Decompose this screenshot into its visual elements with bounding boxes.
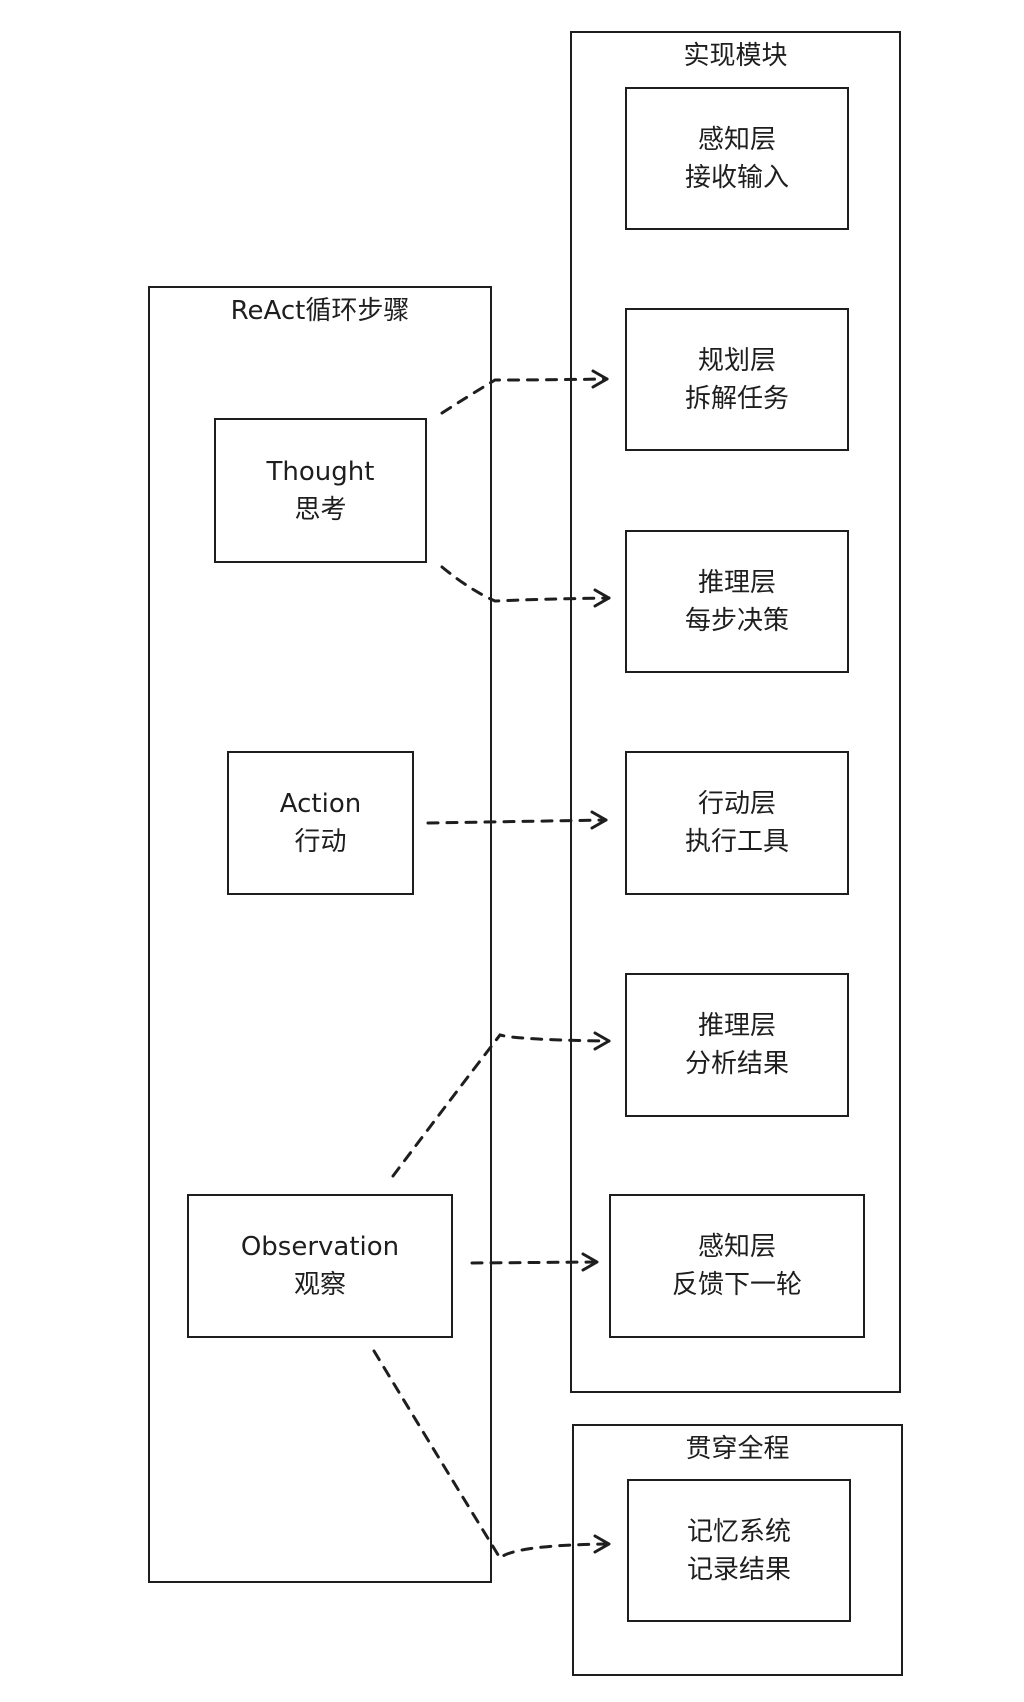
arrow-observation-to-analysis — [391, 1031, 611, 1178]
thought-label-zh: 思考 — [294, 494, 347, 525]
thought-node: Thought 思考 — [214, 418, 427, 563]
memory-node: 记忆系统 记录结果 — [627, 1479, 851, 1622]
observation-label-en: Observation — [240, 1232, 400, 1262]
module-title: 规划层 — [697, 345, 776, 376]
module-title: 感知层 — [697, 124, 776, 155]
implementation-group: 实现模块 — [570, 31, 901, 1393]
module-planning: 规划层 拆解任务 — [625, 308, 849, 451]
module-title: 行动层 — [697, 789, 776, 819]
arrow-action-to-action-layer — [426, 810, 608, 830]
action-node: Action 行动 — [227, 751, 414, 895]
module-subtitle: 反馈下一轮 — [671, 1270, 802, 1300]
module-subtitle: 分析结果 — [684, 1049, 789, 1079]
arrow-thought-to-reasoning — [440, 565, 611, 608]
react-group: ReAct循环步骤 — [148, 286, 492, 1583]
arrow-observation-to-memory — [372, 1349, 611, 1561]
thought-label-en: Thought — [266, 456, 375, 487]
module-subtitle: 接收输入 — [684, 162, 789, 193]
module-subtitle: 每步决策 — [684, 605, 789, 636]
module-subtitle: 拆解任务 — [684, 383, 789, 414]
throughout-group: 贯穿全程 — [572, 1424, 903, 1676]
react-group-title: ReAct循环步骤 — [230, 296, 410, 326]
observation-node: Observation 观察 — [187, 1194, 453, 1338]
action-label-en: Action — [279, 789, 362, 819]
memory-title: 记忆系统 — [686, 1516, 791, 1547]
module-title: 感知层 — [697, 1232, 776, 1262]
throughout-group-title: 贯穿全程 — [685, 1434, 790, 1464]
module-action-layer: 行动层 执行工具 — [625, 751, 849, 895]
action-label-zh: 行动 — [294, 827, 347, 857]
module-subtitle: 执行工具 — [684, 827, 789, 857]
module-title: 推理层 — [697, 1011, 776, 1041]
arrow-observation-to-feedback — [470, 1252, 599, 1272]
module-reasoning-analysis: 推理层 分析结果 — [625, 973, 849, 1117]
module-reasoning-step: 推理层 每步决策 — [625, 530, 849, 673]
observation-label-zh: 观察 — [293, 1270, 346, 1300]
implementation-group-title: 实现模块 — [683, 41, 788, 71]
module-perception-feedback: 感知层 反馈下一轮 — [609, 1194, 865, 1338]
memory-subtitle: 记录结果 — [686, 1554, 791, 1585]
module-title: 推理层 — [697, 567, 776, 598]
module-perception-input: 感知层 接收输入 — [625, 87, 849, 230]
arrow-thought-to-planning — [440, 369, 609, 415]
